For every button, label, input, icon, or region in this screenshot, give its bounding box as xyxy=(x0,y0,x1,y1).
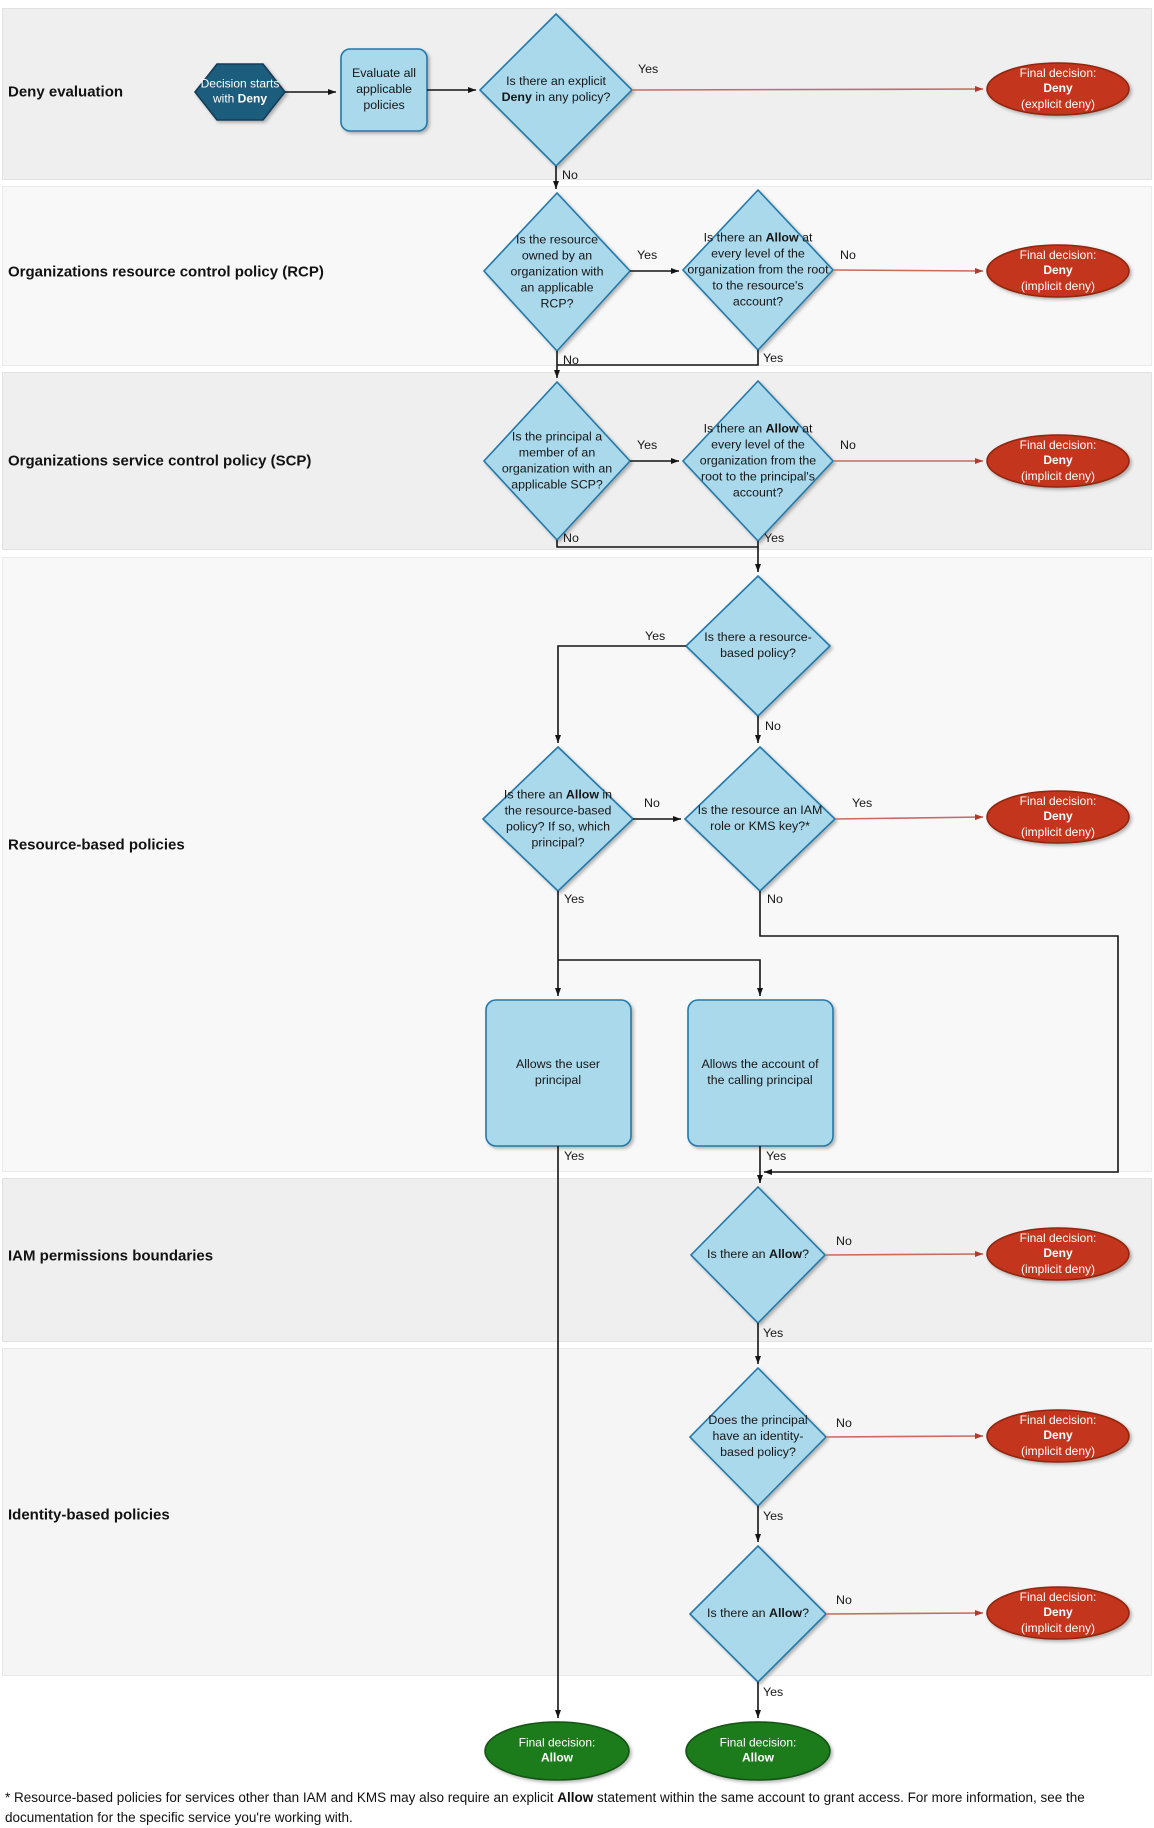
edge-label-yes-pb: Yes xyxy=(763,1326,784,1340)
diamond-rbp-allow-label: Is there an Allow in the resource-based … xyxy=(503,787,613,849)
diamond-ibp-allow-label: Is there an Allow? xyxy=(707,1606,809,1621)
connector-rbp1-yes-left xyxy=(555,645,686,743)
edge-label-no-ibp1: No xyxy=(836,1416,852,1430)
edge-label-no-scp2: No xyxy=(840,438,856,452)
edge-label-no-ibp2: No xyxy=(836,1593,852,1607)
diamond-scp-member-label: Is the principal a member of an organiza… xyxy=(501,429,613,491)
edge-label-yes-rbp2-down: Yes xyxy=(564,892,585,906)
diamond-iam-role-kms-key-label: Is the resource an IAM role or KMS key?* xyxy=(697,803,823,833)
evaluate-policies-label: Evaluate all applicable policies xyxy=(351,66,417,112)
lane-label-rcp: Organizations resource control policy (R… xyxy=(8,263,324,281)
edge-label-yes-rbp1: Yes xyxy=(645,629,666,643)
diamond-pb-allow-label: Is there an Allow? xyxy=(707,1247,809,1262)
edge-label-yes-scp1: Yes xyxy=(637,438,658,452)
diamond-rcp-allow-levels-label: Is there an Allow at every level of the … xyxy=(687,230,829,308)
box-allows-calling-account-label: Allows the account of the calling princi… xyxy=(701,1057,819,1087)
edge-label-no-rbp2: No xyxy=(644,796,660,810)
edge-label-yes-ibp1: Yes xyxy=(763,1509,784,1523)
edge-label-no-rbp1: No xyxy=(765,719,781,733)
lane-label-resource-based: Resource-based policies xyxy=(8,836,185,854)
outcome-allow-account-label: Final decision:Allow xyxy=(719,1735,797,1765)
outcome-pb-implicit-deny-label: Final decision:Deny(implicit deny) xyxy=(1019,1230,1097,1276)
edge-label-yes-rcp2-down: Yes xyxy=(763,351,784,365)
outcome-ibp-none-implicit-deny-label: Final decision:Deny(implicit deny) xyxy=(1019,1412,1097,1458)
connector-rbp3-no-around xyxy=(759,891,1119,1175)
connector-rbp3-yes xyxy=(834,814,984,821)
lane-label-identity-based: Identity-based policies xyxy=(8,1506,170,1524)
connector-ibp2-no xyxy=(825,1610,984,1617)
diamond-identity-based-policy-label: Does the principal have an identity-base… xyxy=(708,1413,808,1459)
outcome-ibp-none-implicit-deny-ellipse xyxy=(986,1409,1130,1463)
outcome-allow-account-ellipse xyxy=(685,1721,831,1781)
outcome-rbp-implicit-deny-ellipse xyxy=(986,790,1130,844)
edge-label-yes-user-box: Yes xyxy=(564,1149,585,1163)
diamond-rcp-applicable-label: Is the resource owned by an organization… xyxy=(510,232,604,310)
outcome-rcp-implicit-deny-label: Final decision:Deny(implicit deny) xyxy=(1019,247,1097,293)
swimlane-permissions-boundaries xyxy=(2,1178,1152,1342)
connector-ibp1-no xyxy=(825,1433,984,1440)
edge-label-no-explicit-deny: No xyxy=(562,168,578,182)
outcome-pb-implicit-deny-ellipse xyxy=(986,1227,1130,1281)
diamond-resource-based-policy-label: Is there a resource-based policy? xyxy=(704,630,812,660)
outcome-rbp-implicit-deny-label: Final decision:Deny(implicit deny) xyxy=(1019,793,1097,839)
connector-branch-to-account-box xyxy=(558,959,763,996)
swimlane-identity-based xyxy=(2,1348,1152,1676)
outcome-scp-implicit-deny-label: Final decision:Deny(implicit deny) xyxy=(1019,437,1097,483)
edge-label-no-scp1-down: No xyxy=(563,531,579,545)
edge-label-no-rcp2: No xyxy=(840,248,856,262)
edge-label-yes-rcp1: Yes xyxy=(637,248,658,262)
edge-label-no-rbp3-down: No xyxy=(767,892,783,906)
outcome-allow-user-ellipse xyxy=(484,1721,630,1781)
connector-scp1-no-join xyxy=(556,540,758,548)
footnote: * Resource-based policies for services o… xyxy=(5,1790,1085,1825)
edge-label-yes-scp2-down: Yes xyxy=(764,531,785,545)
box-allows-user-principal-label: Allows the user principal xyxy=(515,1057,601,1087)
outcome-allow-user-label: Final decision:Allow xyxy=(518,1735,596,1765)
edge-label-yes-account-box: Yes xyxy=(766,1149,787,1163)
outcome-scp-implicit-deny-ellipse xyxy=(986,434,1130,488)
lane-label-deny-evaluation: Deny evaluation xyxy=(8,83,124,101)
edge-label-yes-rbp3: Yes xyxy=(852,796,873,810)
connector-explicit-deny-yes xyxy=(631,86,984,93)
outcome-ibp-implicit-deny-ellipse xyxy=(986,1586,1130,1640)
diamond-explicit-deny-label: Is there an explicit Deny in any policy? xyxy=(501,74,611,104)
lane-label-permissions-boundaries: IAM permissions boundaries xyxy=(8,1247,214,1265)
lane-label-scp: Organizations service control policy (SC… xyxy=(8,452,312,470)
edge-label-yes-ibp2: Yes xyxy=(763,1685,784,1699)
connector-rcp2-yes-join xyxy=(557,350,759,366)
outcome-rcp-implicit-deny-ellipse xyxy=(986,244,1130,298)
edge-label-no-rcp1-down: No xyxy=(563,353,579,367)
outcome-explicit-deny-ellipse xyxy=(986,62,1130,116)
edge-label-yes-explicit-deny: Yes xyxy=(638,62,659,76)
outcome-ibp-implicit-deny-label: Final decision:Deny(implicit deny) xyxy=(1019,1589,1097,1635)
diamond-scp-allow-levels-label: Is there an Allow at every level of the … xyxy=(699,421,817,499)
start-hexagon xyxy=(193,63,287,121)
edge-label-no-pb: No xyxy=(836,1234,852,1248)
connector-rcp2-no xyxy=(832,267,984,274)
connector-pb-no xyxy=(824,1251,984,1258)
start-hexagon-label: Decision starts with Deny xyxy=(200,76,280,106)
outcome-explicit-deny-label: Final decision:Deny(explicit deny) xyxy=(1019,65,1097,111)
